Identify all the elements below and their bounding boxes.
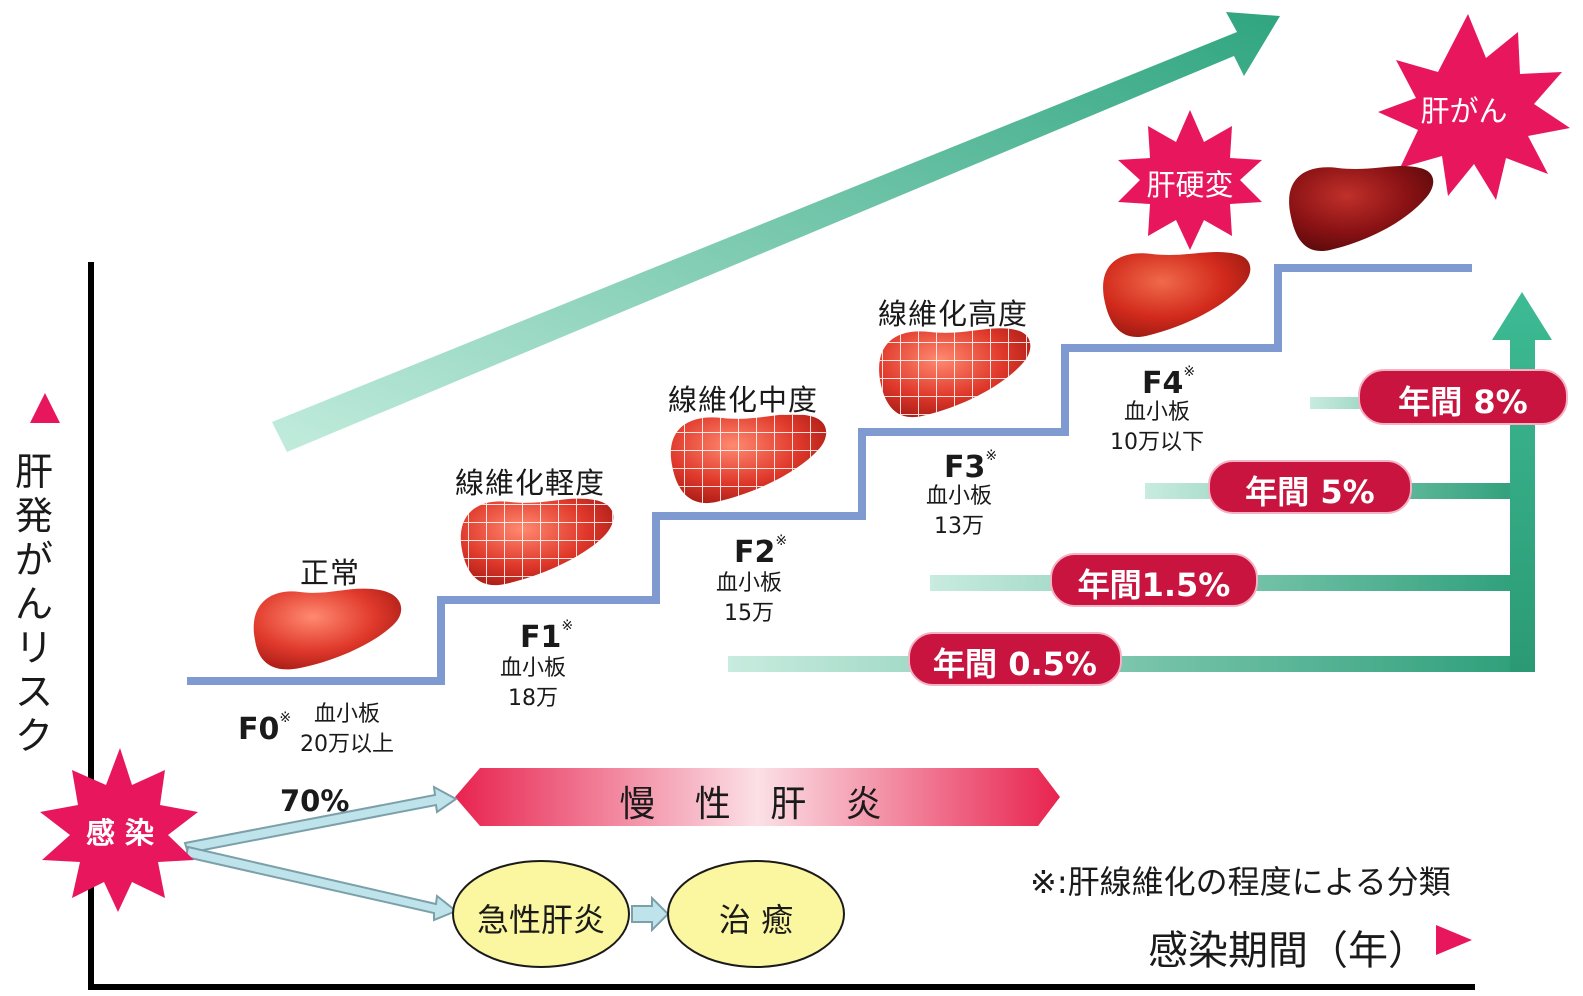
rate-badge-1-5-text: 年間1.5% <box>1077 566 1231 604</box>
platelet-f0: 血小板 20万以上 <box>300 700 394 760</box>
rate-badge-5-text: 年間 5% <box>1245 473 1375 511</box>
grade-f4-label: F4 <box>1142 366 1184 401</box>
grade-f2-label: F2 <box>734 535 776 570</box>
platelet-f4: 血小板 10万以下 <box>1110 398 1204 458</box>
platelet-f1-line1: 血小板 <box>500 656 567 681</box>
grade-f0-label: F0 <box>238 712 280 747</box>
grade-f3-label: F3 <box>944 450 986 485</box>
y-axis-label-char: リ <box>14 626 53 670</box>
grade-f0: F0※ <box>238 710 292 747</box>
cured-ellipse <box>667 860 845 968</box>
cured-label: 治 癒 <box>718 901 794 939</box>
rate-band-0-5 <box>728 656 1522 672</box>
y-axis-label-char: が <box>14 538 53 582</box>
infection-starburst <box>40 748 198 912</box>
acute-hepatitis-ellipse <box>452 860 630 968</box>
infection-label: 感 染 <box>85 816 155 850</box>
rate-badge-1-5: 年間1.5% <box>1050 553 1258 607</box>
y-axis-arrow-icon <box>30 393 60 423</box>
cirrhosis-starburst <box>1118 110 1262 250</box>
liver-f1-image <box>460 498 614 586</box>
fibrosis-staircase <box>187 264 1472 685</box>
grade-f2-asterisk: ※ <box>775 533 788 549</box>
chronic-hepatitis-label: 慢 性 肝 炎 <box>619 784 896 825</box>
stage-name-f2: 線維化中度 <box>668 383 819 417</box>
grade-f1-asterisk: ※ <box>561 618 574 634</box>
rate-badge-0-5: 年間 0.5% <box>908 632 1122 686</box>
footnote: ※:肝線維化の程度による分類 <box>1030 863 1451 901</box>
acute-hepatitis-label: 急性肝炎 <box>476 901 605 939</box>
platelet-f2-line1: 血小板 <box>716 571 783 596</box>
y-axis-label-char: 肝 <box>14 450 53 494</box>
rate-badge-0-5-text: 年間 0.5% <box>933 645 1097 683</box>
liver-cancer-label: 肝がん <box>1420 94 1508 128</box>
liver-cancer-starburst <box>1378 14 1570 200</box>
grade-f1: F1※ <box>520 618 574 655</box>
platelet-f0-line1: 血小板 <box>313 702 380 727</box>
stage-name-f3: 線維化高度 <box>878 297 1029 331</box>
grade-f3: F3※ <box>944 448 998 485</box>
x-axis-label: 感染期間（年） <box>1148 928 1428 974</box>
y-axis-label-char: ん <box>14 582 53 626</box>
liver-normal-image <box>253 588 402 670</box>
grade-f1-label: F1 <box>520 620 562 655</box>
risk-trend-arrow <box>272 12 1280 452</box>
y-axis-label-char: ス <box>14 670 53 714</box>
x-axis-arrow-icon <box>1436 925 1472 955</box>
chronic-hepatitis-banner <box>455 768 1060 826</box>
liver-cirrhosis-image <box>1103 252 1251 338</box>
liver-cancer-image <box>1289 166 1434 252</box>
grade-f4: F4※ <box>1142 364 1196 401</box>
stage-name-f1: 線維化軽度 <box>455 466 606 500</box>
platelet-f2: 血小板 15万 <box>716 569 782 629</box>
rate-badge-5: 年間 5% <box>1208 460 1412 514</box>
platelet-f3-line1: 血小板 <box>926 484 993 509</box>
platelet-f4-line1: 血小板 <box>1123 400 1190 425</box>
platelet-f1-line2: 18万 <box>508 686 558 711</box>
platelet-f3-line2: 13万 <box>934 514 984 539</box>
grade-f4-asterisk: ※ <box>1183 364 1196 380</box>
infection-branch-arrows <box>183 785 458 922</box>
grade-f0-asterisk: ※ <box>279 710 292 726</box>
rate-badge-8-text: 年間 8% <box>1398 383 1528 421</box>
y-axis-label: 肝発がんリスク <box>12 450 56 758</box>
platelet-f1: 血小板 18万 <box>500 654 566 714</box>
platelet-f3: 血小板 13万 <box>926 482 992 542</box>
stage-name-normal: 正常 <box>300 556 361 590</box>
acute-to-cure-arrow <box>631 895 670 933</box>
grade-f3-asterisk: ※ <box>985 448 998 464</box>
platelet-f2-line2: 15万 <box>724 601 774 626</box>
chronic-percent: 70% <box>280 784 350 818</box>
rate-badge-8: 年間 8% <box>1358 369 1568 425</box>
platelet-f0-line2: 20万以上 <box>300 732 394 757</box>
platelet-f4-line2: 10万以下 <box>1110 430 1204 455</box>
liver-f3-image <box>879 328 1031 418</box>
cirrhosis-label: 肝硬変 <box>1146 168 1234 202</box>
grade-f2: F2※ <box>734 533 788 570</box>
y-axis-label-char: 発 <box>14 494 53 538</box>
rate-up-arrow <box>1492 292 1552 672</box>
y-axis-label-char: ク <box>14 714 53 758</box>
liver-f2-image <box>670 414 827 504</box>
